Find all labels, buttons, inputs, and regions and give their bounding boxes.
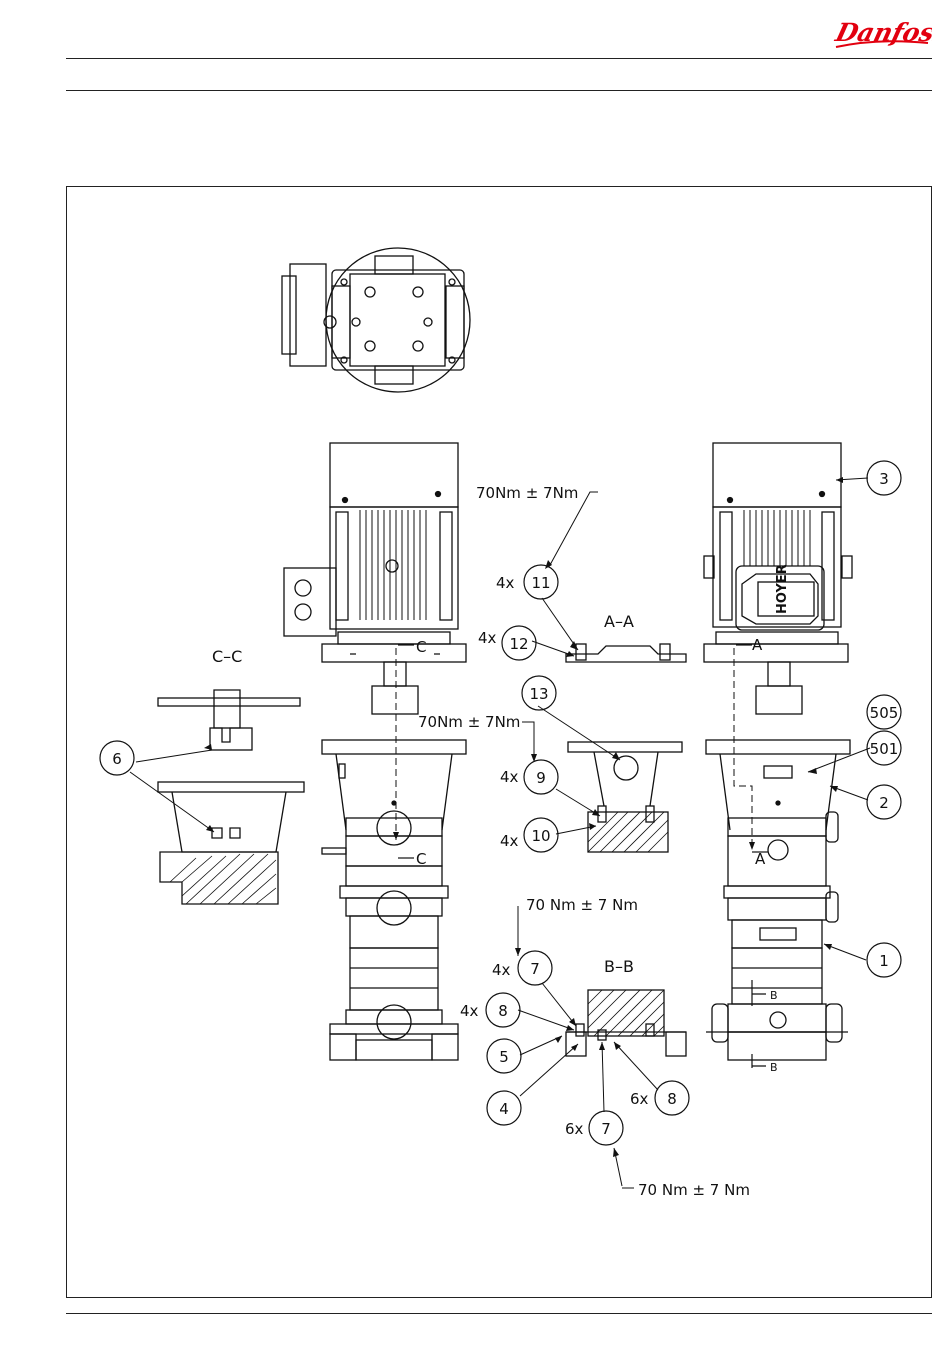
torque-7: 70 Nm ± 7 Nm	[526, 896, 638, 914]
section-title-a-a: A–A	[604, 612, 634, 631]
quantity-labels: 4x 4x 4x 4x 4x 4x 6x 6x	[460, 574, 649, 1138]
callout-1: 1	[879, 952, 889, 970]
section-titles: C–C A–A B–B	[212, 612, 634, 976]
callout-501: 501	[870, 740, 899, 758]
section-c-c	[158, 690, 304, 904]
callout-8b: 8	[667, 1090, 677, 1108]
callout-2: 2	[879, 794, 889, 812]
torque-labels: 70Nm ± 7Nm 70Nm ± 7Nm 70 Nm ± 7 Nm 70 Nm…	[418, 484, 750, 1199]
callout-4: 4	[499, 1100, 509, 1118]
c-c-hatching	[170, 854, 276, 904]
pump-elevation-right: HOYER	[704, 443, 852, 1060]
callout-7: 7	[530, 960, 540, 978]
cut-mark-lines	[398, 645, 768, 1068]
callout-11: 11	[531, 574, 550, 592]
qty-7b: 6x	[565, 1120, 584, 1138]
arrow-heads	[204, 477, 843, 1157]
qty-11: 4x	[496, 574, 515, 592]
motor-brand-label: HOYER	[775, 564, 790, 614]
section-a-a	[566, 644, 686, 852]
callout-9: 9	[536, 769, 546, 787]
cut-mark-c1: C	[416, 638, 426, 656]
callout-6: 6	[112, 750, 122, 768]
b-b-hatching	[588, 990, 664, 1036]
callout-7b: 7	[601, 1120, 611, 1138]
torque-9: 70Nm ± 7Nm	[418, 713, 520, 731]
callout-circles	[100, 461, 901, 1145]
qty-12: 4x	[478, 629, 497, 647]
center-lines	[396, 648, 752, 850]
callout-5: 5	[499, 1048, 509, 1066]
callout-8: 8	[498, 1002, 508, 1020]
section-title-b-b: B–B	[604, 957, 634, 976]
qty-9: 4x	[500, 768, 519, 786]
cut-mark-a2: A	[755, 850, 766, 868]
qty-10: 4x	[500, 832, 519, 850]
cooling-fins-left	[360, 510, 426, 620]
a-a-hatching	[588, 812, 668, 852]
cut-mark-c2: C	[416, 850, 426, 868]
callout-12: 12	[509, 635, 528, 653]
pump-elevation-left	[284, 443, 466, 1060]
cooling-fins-right	[744, 510, 810, 566]
callout-505: 505	[870, 704, 899, 722]
qty-8: 4x	[460, 1002, 479, 1020]
cut-mark-b1: B	[770, 989, 778, 1002]
callout-10: 10	[531, 827, 550, 845]
cut-mark-a1: A	[752, 636, 763, 654]
qty-7: 4x	[492, 961, 511, 979]
callout-13: 13	[529, 685, 548, 703]
section-title-c-c: C–C	[212, 647, 242, 666]
torque-11: 70Nm ± 7Nm	[476, 484, 578, 502]
callout-3: 3	[879, 470, 889, 488]
section-b-b	[566, 990, 686, 1056]
top-view	[282, 248, 470, 392]
cut-mark-b2: B	[770, 1061, 778, 1074]
torque-7b: 70 Nm ± 7 Nm	[638, 1181, 750, 1199]
qty-8b: 6x	[630, 1090, 649, 1108]
